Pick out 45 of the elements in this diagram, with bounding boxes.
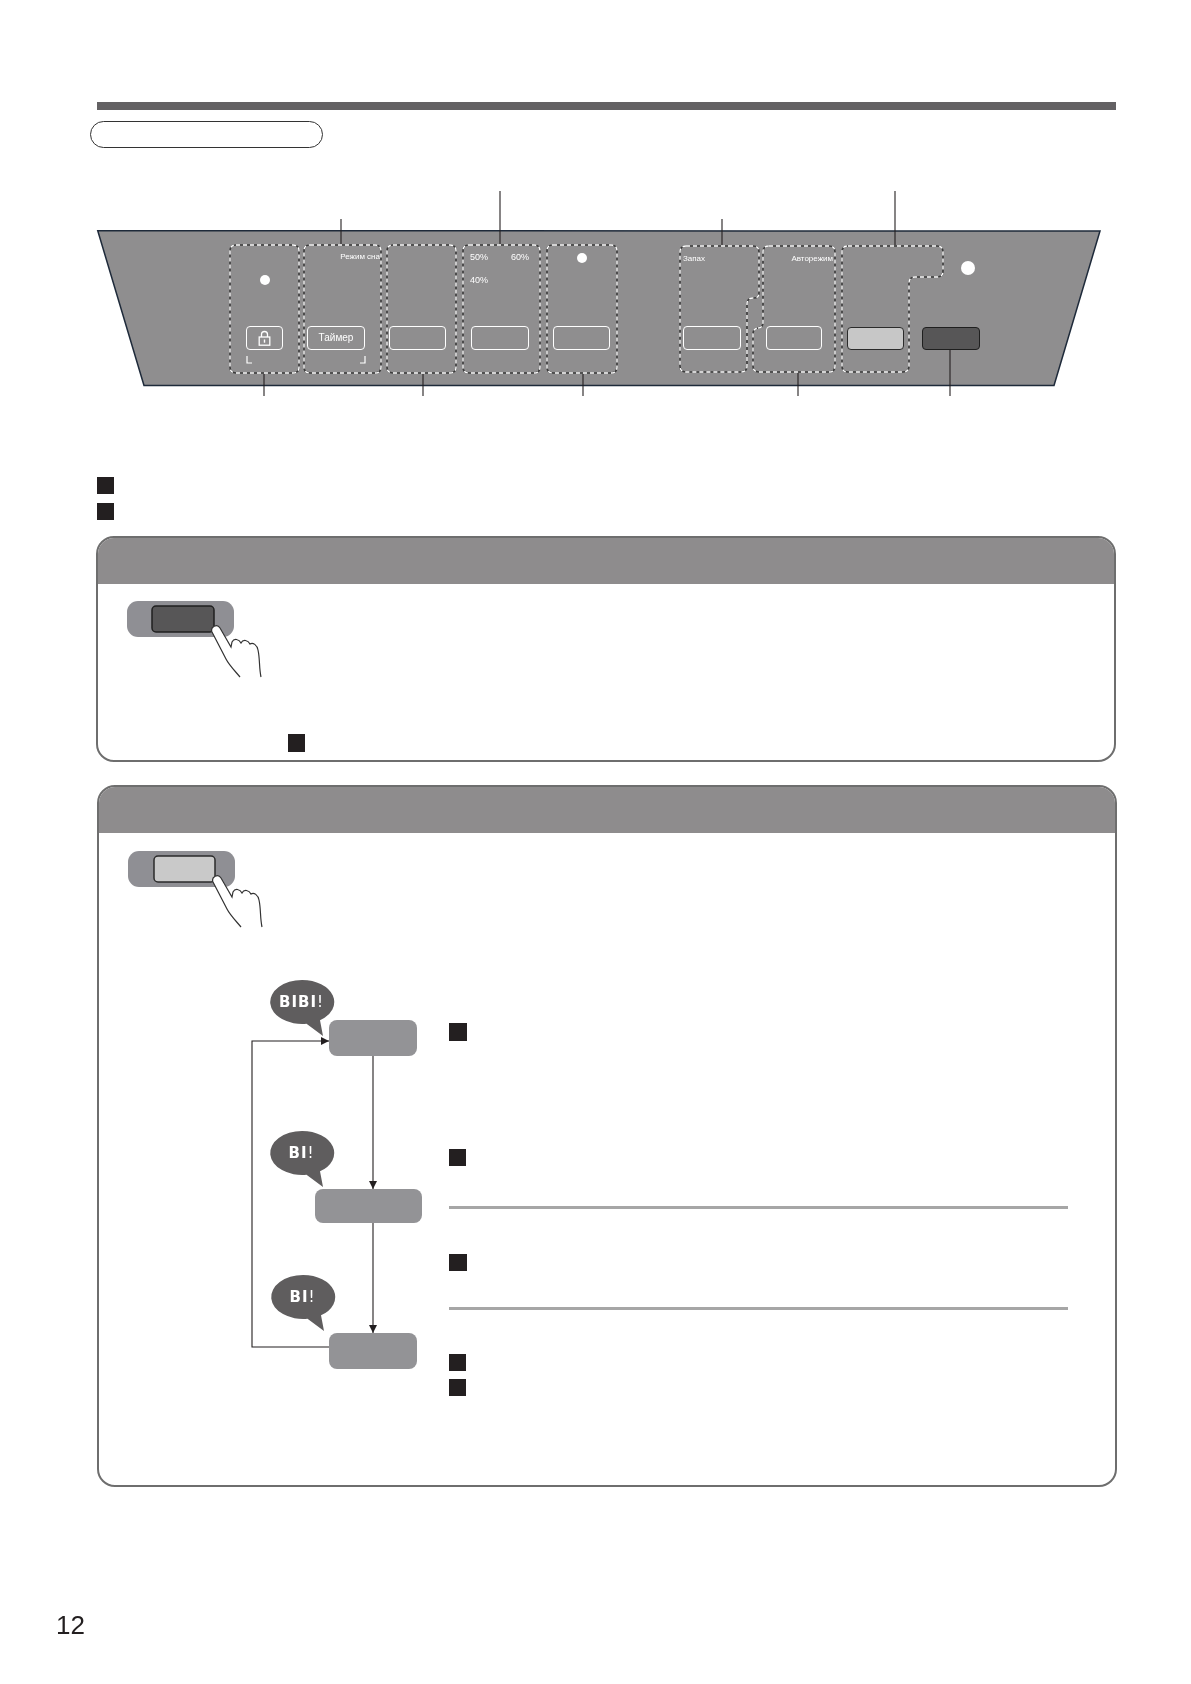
- speech-bubble: BI!: [269, 1130, 335, 1188]
- panel-button: [389, 326, 446, 350]
- leader-line: [797, 372, 799, 397]
- humidity-level-label: 60%: [511, 253, 529, 262]
- panel-button: [683, 326, 741, 350]
- panel-button: [847, 327, 904, 350]
- control-panel: [97, 230, 1102, 387]
- humidity-level-label: 40%: [470, 276, 488, 285]
- flow-arrow: [251, 1037, 330, 1348]
- speech-bubble: BIBI!: [269, 979, 335, 1037]
- button-group-zone: [229, 244, 300, 374]
- panel-button: [766, 326, 822, 350]
- button-group-zone: [679, 245, 760, 373]
- button-group-zone: [303, 244, 382, 374]
- step-box: [328, 1332, 417, 1369]
- step-box: [328, 1019, 417, 1056]
- panel-button: Таймер: [307, 326, 365, 350]
- instruction-card: [96, 536, 1116, 762]
- leader-line: [894, 190, 896, 246]
- leader-line: [582, 373, 584, 397]
- button-group-zone: [752, 245, 836, 373]
- instruction-card: [97, 785, 1117, 1487]
- step-box: [314, 1188, 422, 1223]
- leader-line: [499, 190, 501, 245]
- panel-button: [471, 326, 529, 350]
- flow-arrow: [369, 1222, 377, 1334]
- mode-label: Запах: [683, 255, 706, 263]
- button-group-zone: [462, 244, 541, 374]
- button-group-zone: [386, 244, 457, 374]
- leader-line: [422, 373, 424, 397]
- speech-bubble: BI!: [270, 1274, 336, 1331]
- page-number: 12: [56, 1612, 85, 1638]
- humidity-level-label: 50%: [470, 253, 488, 262]
- panel-button: [922, 327, 980, 350]
- button-group-zone: [841, 245, 944, 373]
- leader-line: [721, 218, 723, 246]
- leader-line: [949, 349, 951, 397]
- mode-label: Режим сна: [340, 253, 380, 261]
- mode-label: Авторежим: [791, 255, 833, 263]
- panel-button: [246, 326, 283, 350]
- leader-line: [263, 373, 265, 397]
- flow-arrow: [369, 1055, 377, 1190]
- leader-line: [340, 218, 342, 245]
- button-group-zone: [546, 244, 618, 374]
- panel-button: [553, 326, 610, 350]
